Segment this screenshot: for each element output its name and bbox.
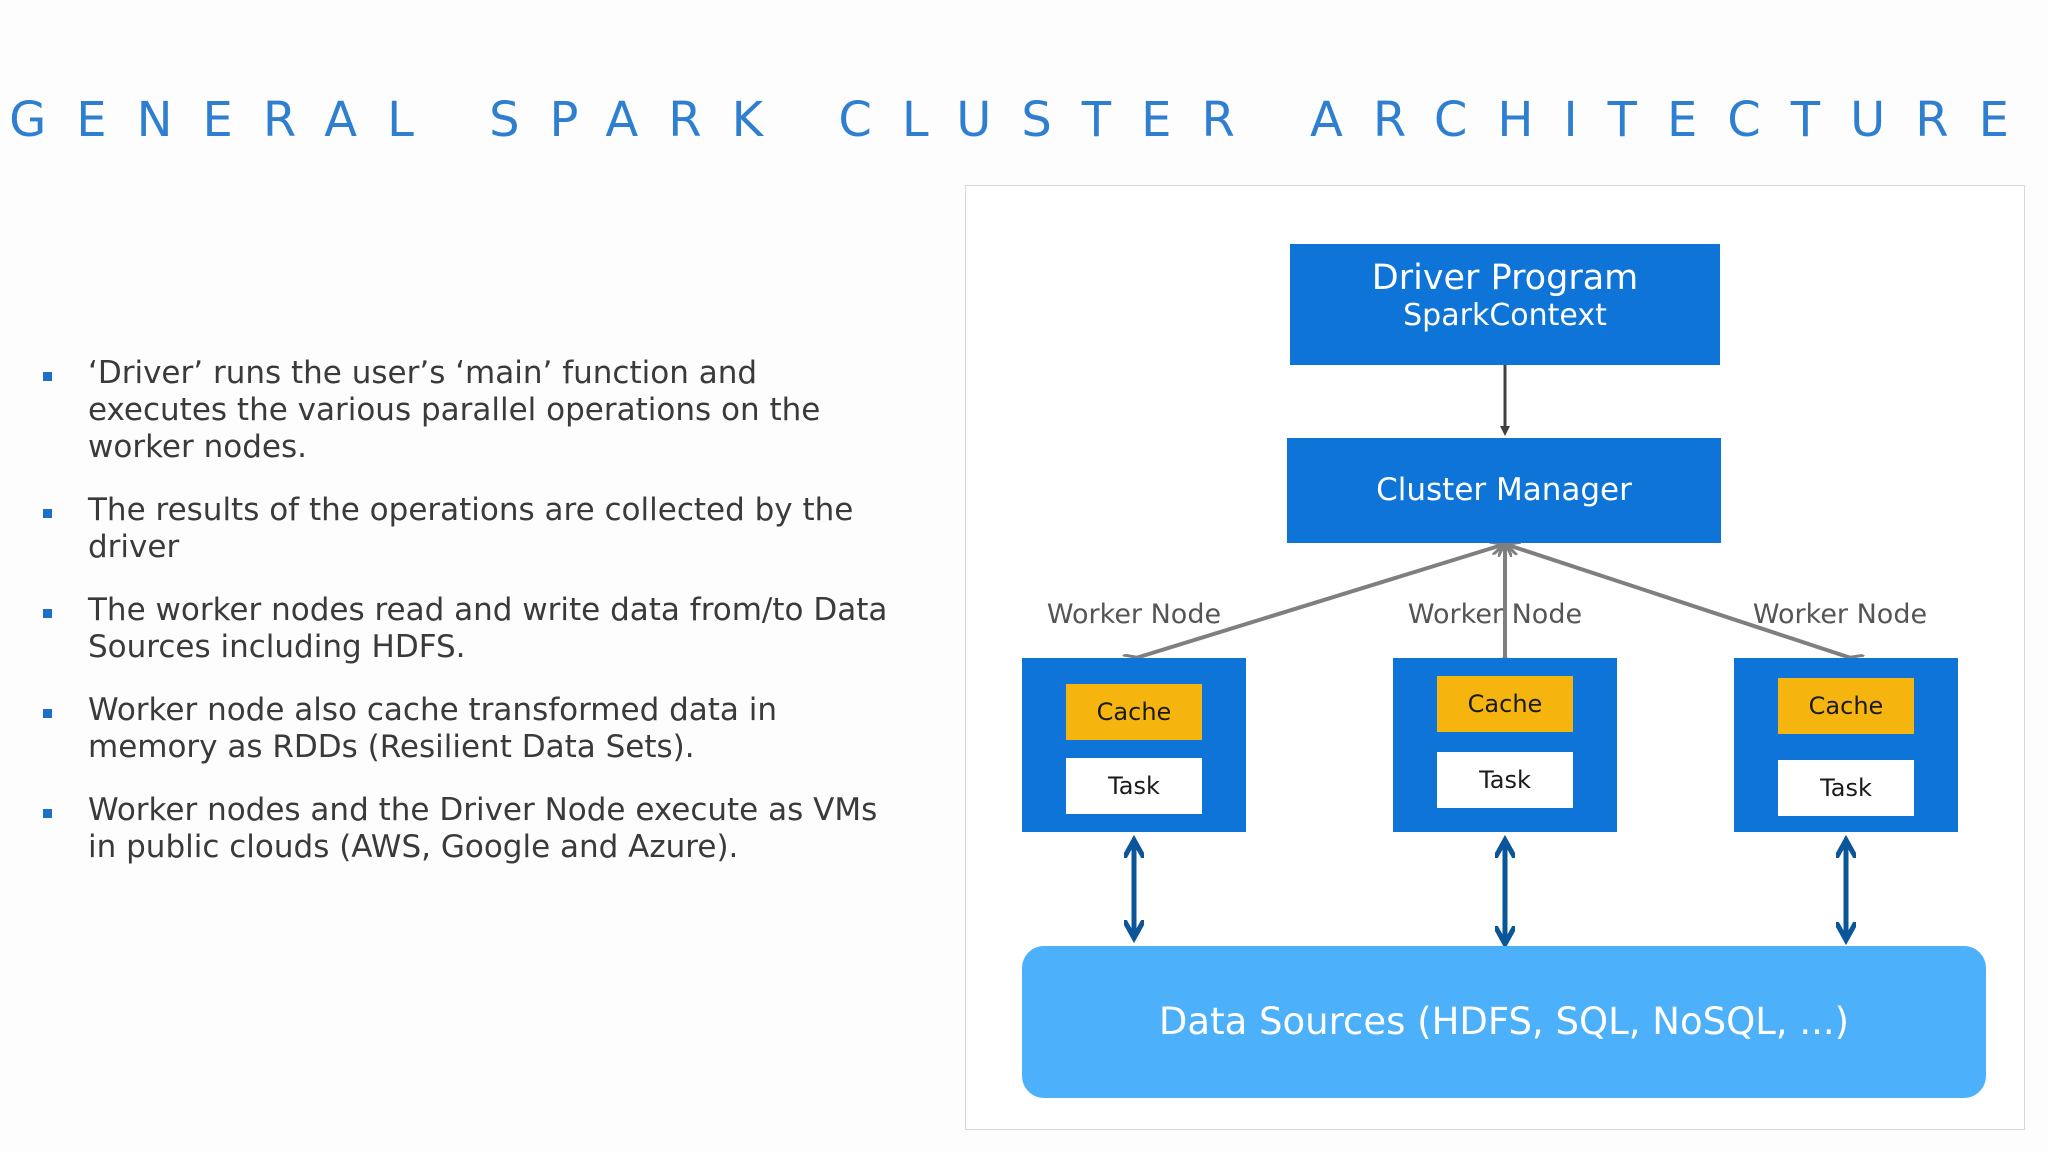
diagram-connectors xyxy=(966,365,2024,1129)
driver-program-box: Driver Program SparkContext xyxy=(1290,244,1720,365)
bullet-item: The worker nodes read and write data fro… xyxy=(42,592,902,666)
worker-node-box: Cache Task xyxy=(1393,658,1617,832)
bullet-list: ‘Driver’ runs the user’s ‘main’ function… xyxy=(42,355,902,892)
cache-box: Cache xyxy=(1778,678,1914,734)
bullet-square-icon xyxy=(43,509,52,518)
bullet-square-icon xyxy=(43,372,52,381)
bullet-square-icon xyxy=(43,709,52,718)
task-box: Task xyxy=(1066,758,1202,814)
worker-node-label: Worker Node xyxy=(1046,599,1222,630)
cluster-manager-box: Cluster Manager xyxy=(1287,438,1721,543)
bullet-item: The results of the operations are collec… xyxy=(42,492,902,566)
bullet-text: Worker node also cache transformed data … xyxy=(88,692,778,765)
bullet-square-icon xyxy=(43,609,52,618)
bullet-square-icon xyxy=(43,809,52,818)
slide-title: GENERAL SPARK CLUSTER ARCHITECTURE xyxy=(9,92,2039,148)
driver-program-title: Driver Program xyxy=(1371,258,1639,298)
worker-node-box: Cache Task xyxy=(1022,658,1246,832)
bullet-text: Worker nodes and the Driver Node execute… xyxy=(88,792,878,865)
worker-node-box: Cache Task xyxy=(1734,658,1958,832)
worker1-to-cluster-arrow xyxy=(1136,545,1502,658)
cache-box: Cache xyxy=(1437,676,1573,732)
data-sources-box: Data Sources (HDFS, SQL, NoSQL, ...) xyxy=(1022,946,1986,1098)
bullet-item: Worker nodes and the Driver Node execute… xyxy=(42,792,902,866)
architecture-diagram: Driver Program SparkContext Cluster Mana… xyxy=(965,185,2025,1130)
worker-node-label: Worker Node xyxy=(1407,599,1583,630)
task-box: Task xyxy=(1778,760,1914,816)
worker-node-label: Worker Node xyxy=(1752,599,1928,630)
cache-box: Cache xyxy=(1066,684,1202,740)
spark-context-label: SparkContext xyxy=(1403,298,1607,333)
bullet-text: The results of the operations are collec… xyxy=(88,492,854,565)
task-box: Task xyxy=(1437,752,1573,808)
bullet-text: ‘Driver’ runs the user’s ‘main’ function… xyxy=(88,355,821,465)
bullet-text: The worker nodes read and write data fro… xyxy=(88,592,888,665)
bullet-item: Worker node also cache transformed data … xyxy=(42,692,902,766)
worker3-to-cluster-arrow xyxy=(1508,545,1851,658)
bullet-item: ‘Driver’ runs the user’s ‘main’ function… xyxy=(42,355,902,466)
